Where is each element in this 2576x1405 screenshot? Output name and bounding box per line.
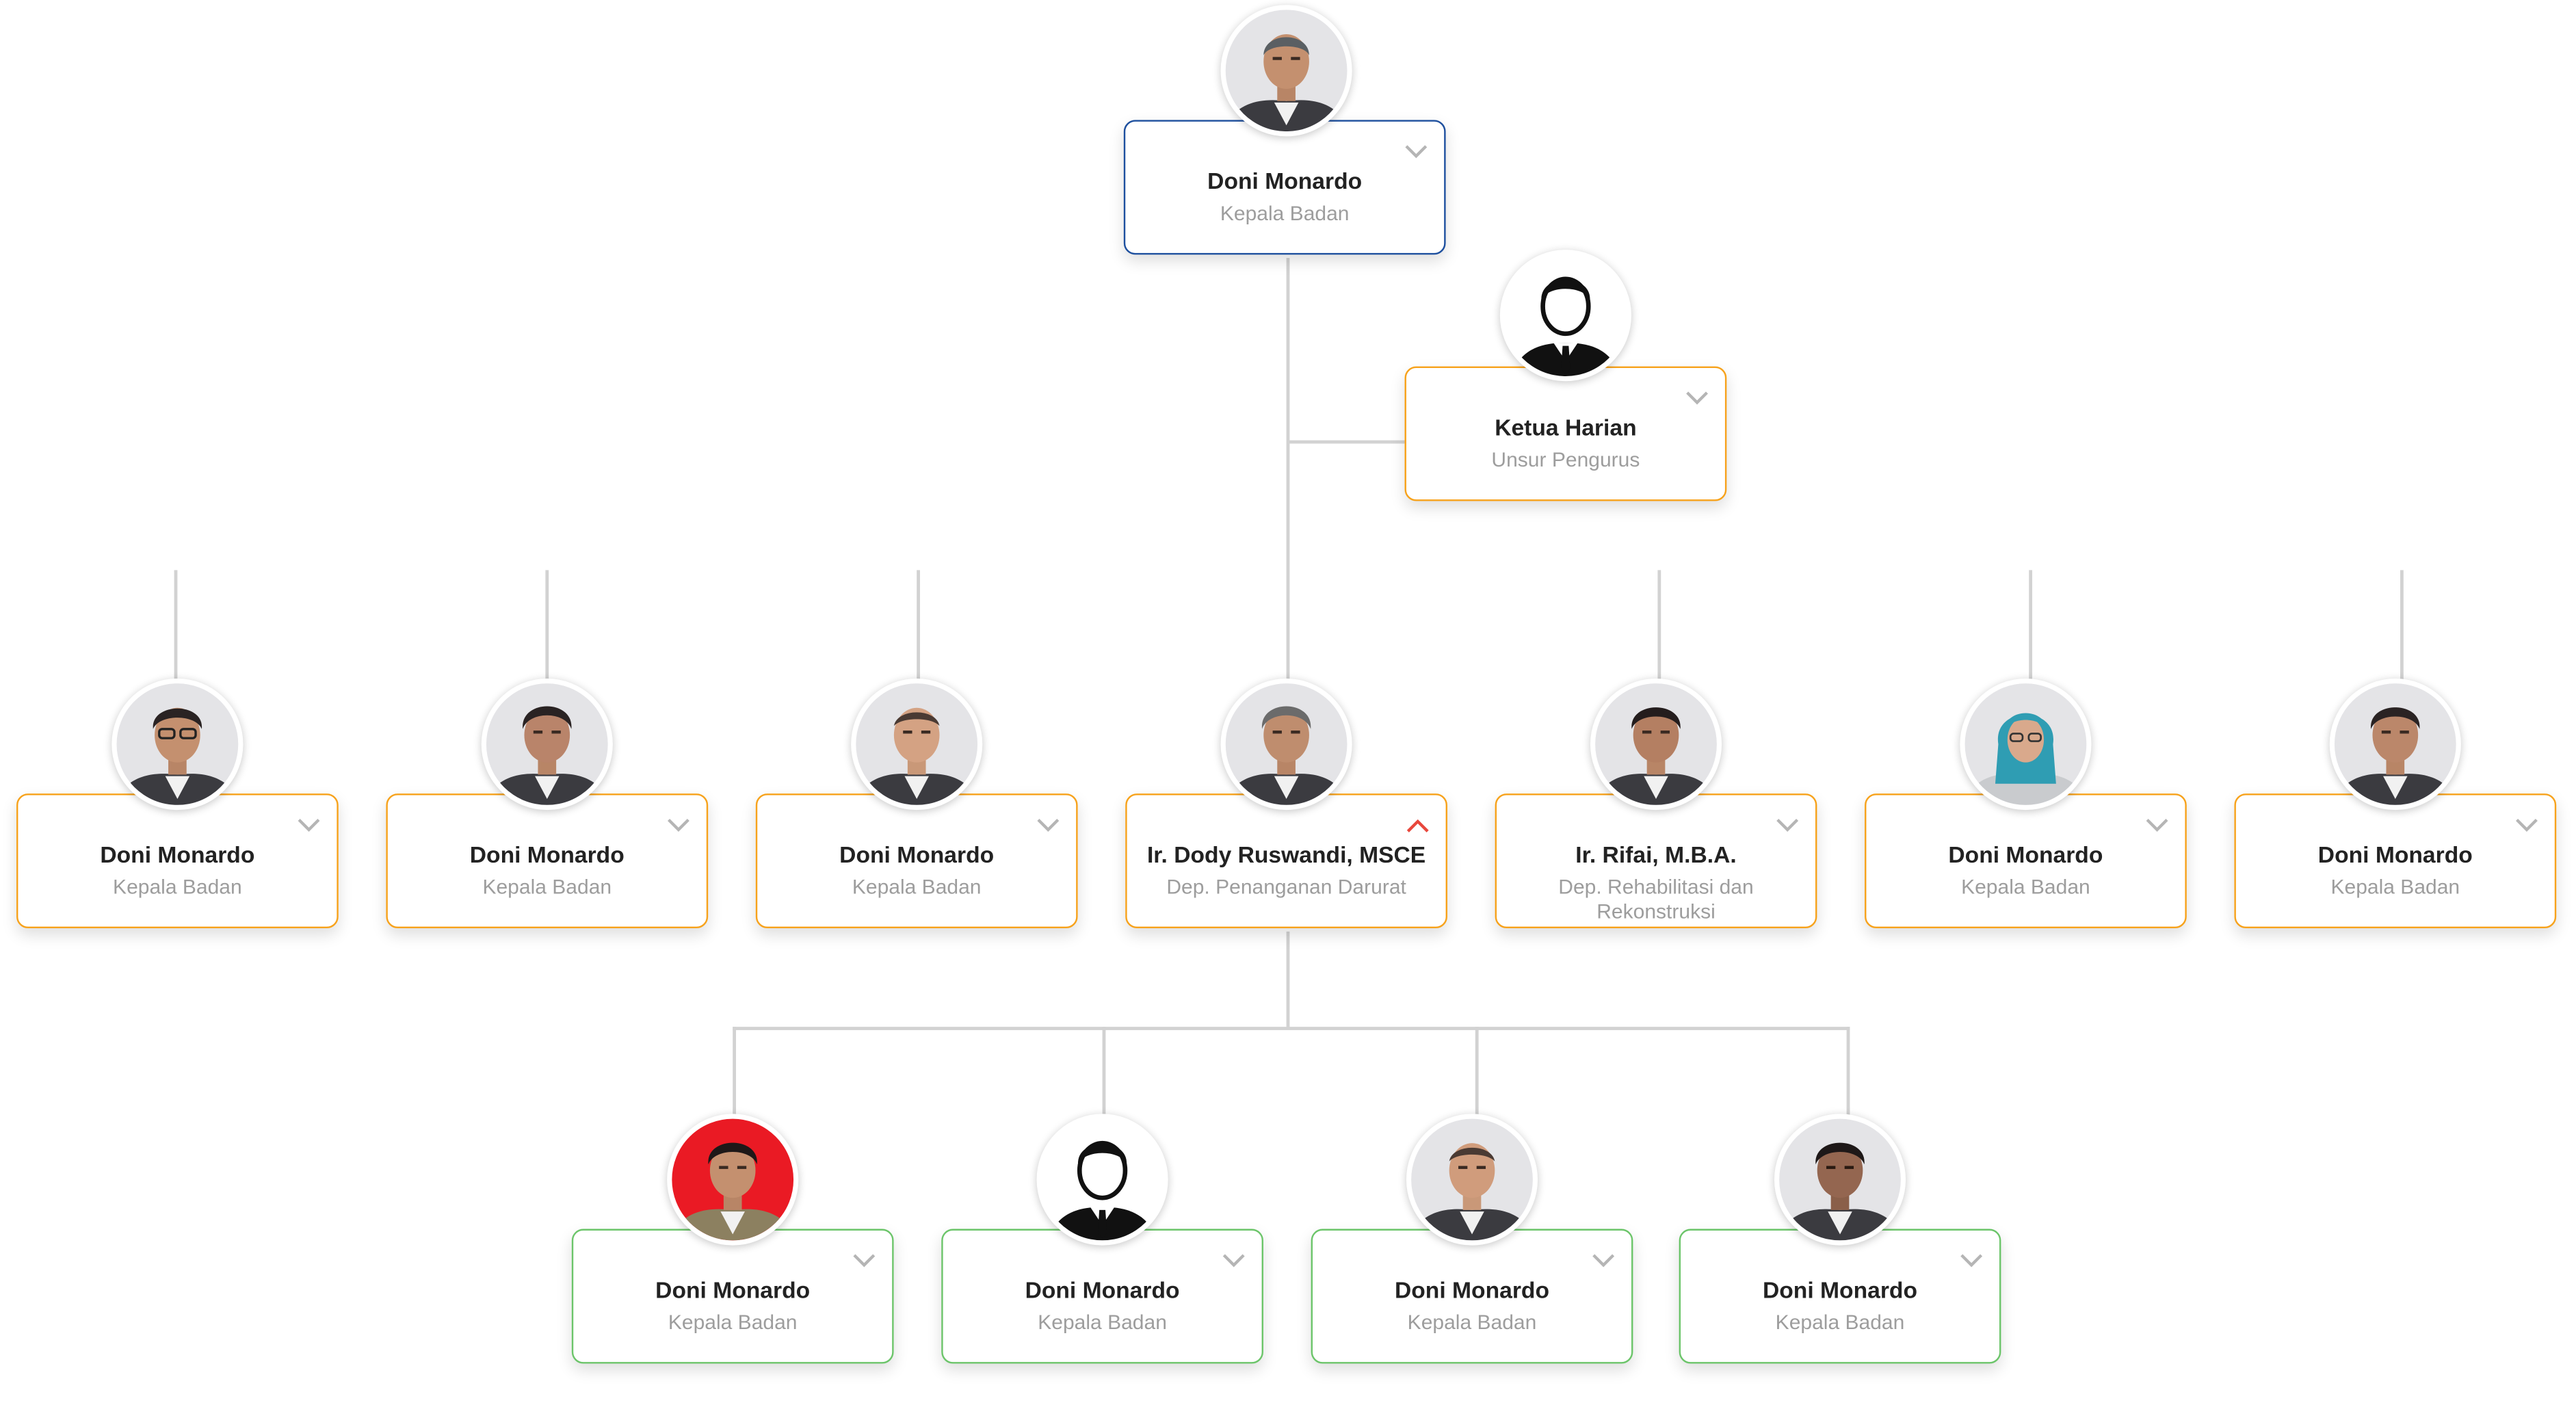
connector-line	[2029, 570, 2032, 681]
org-card-ketua-harian[interactable]: Ketua Harian Unsur Pengurus	[1404, 366, 1727, 501]
person-name: Doni Monardo	[655, 1276, 811, 1303]
org-card[interactable]: Doni Monardo Kepala Badan	[755, 793, 1078, 929]
connector-line	[1475, 1027, 1478, 1116]
chevron-down-icon[interactable]	[1222, 1247, 1246, 1268]
person-role: Kepala Badan	[113, 876, 242, 899]
chevron-down-icon[interactable]	[298, 811, 321, 832]
chevron-down-icon[interactable]	[853, 1247, 876, 1268]
org-card[interactable]: Doni Monardo Kepala Badan	[1679, 1229, 2001, 1364]
person-role: Kepala Badan	[1775, 1311, 1905, 1335]
org-card-root[interactable]: Doni Monardo Kepala Badan	[1123, 120, 1446, 255]
avatar	[1220, 5, 1352, 137]
chevron-down-icon[interactable]	[2146, 811, 2169, 832]
person-name: Doni Monardo	[1948, 841, 2103, 868]
org-card[interactable]: Doni Monardo Kepala Badan	[1865, 793, 2187, 929]
connector-line	[1286, 258, 1289, 796]
org-card[interactable]: Ir. Rifai, M.B.A. Dep. Rehabilitasi dan …	[1495, 793, 1817, 929]
avatar	[1406, 1114, 1538, 1246]
avatar	[2329, 678, 2461, 811]
person-role: Dep. Penanganan Darurat	[1166, 876, 1406, 899]
chevron-down-icon[interactable]	[1405, 138, 1428, 159]
person-name: Doni Monardo	[1394, 1276, 1550, 1303]
person-name: Doni Monardo	[2317, 841, 2473, 868]
org-card[interactable]: Doni Monardo Kepala Badan	[1311, 1229, 1633, 1364]
chevron-down-icon[interactable]	[667, 811, 690, 832]
connector-line	[1286, 931, 1289, 1029]
avatar	[1220, 678, 1352, 811]
connector-line	[174, 570, 177, 681]
person-name: Doni Monardo	[1762, 1276, 1918, 1303]
person-role: Kepala Badan	[852, 876, 982, 899]
person-name: Doni Monardo	[469, 841, 625, 868]
person-role: Kepala Badan	[668, 1311, 798, 1335]
connector-line	[1102, 1027, 1105, 1116]
chevron-down-icon[interactable]	[2515, 811, 2538, 832]
avatar	[1499, 250, 1631, 382]
person-role: Unsur Pengurus	[1491, 448, 1640, 472]
person-role: Kepala Badan	[1220, 202, 1350, 226]
person-name: Doni Monardo	[839, 841, 995, 868]
person-name: Ir. Dody Ruswandi, MSCE	[1146, 841, 1426, 868]
chevron-down-icon[interactable]	[1776, 811, 1799, 832]
org-card[interactable]: Doni Monardo Kepala Badan	[571, 1229, 894, 1364]
org-card[interactable]: Doni Monardo Kepala Badan	[2234, 793, 2557, 929]
person-role: Dep. Rehabilitasi dan Rekonstruksi	[1558, 876, 1754, 923]
person-name: Doni Monardo	[100, 841, 255, 868]
chevron-up-icon[interactable]	[1406, 811, 1430, 832]
chevron-down-icon[interactable]	[1037, 811, 1060, 832]
org-card[interactable]: Doni Monardo Kepala Badan	[386, 793, 709, 929]
avatar	[667, 1114, 799, 1246]
person-role: Kepala Badan	[1407, 1311, 1537, 1335]
person-role: Kepala Badan	[2330, 876, 2460, 899]
connector-line	[1657, 570, 1661, 681]
connector-line	[1288, 440, 1405, 443]
avatar	[111, 678, 244, 811]
avatar	[1590, 678, 1722, 811]
avatar	[1036, 1114, 1168, 1246]
person-name: Doni Monardo	[1207, 167, 1363, 194]
person-role: Kepala Badan	[1038, 1311, 1167, 1335]
avatar	[481, 678, 613, 811]
connector-line	[1846, 1027, 1850, 1116]
connector-line	[733, 1027, 735, 1116]
person-name: Ketua Harian	[1495, 414, 1637, 441]
connector-line	[545, 570, 549, 681]
org-card[interactable]: Doni Monardo Kepala Badan	[941, 1229, 1263, 1364]
avatar	[851, 678, 983, 811]
connector-line	[2400, 570, 2403, 681]
person-name: Ir. Rifai, M.B.A.	[1575, 841, 1737, 868]
org-card[interactable]: Doni Monardo Kepala Badan	[16, 793, 339, 929]
avatar	[1774, 1114, 1906, 1246]
org-card[interactable]: Ir. Dody Ruswandi, MSCE Dep. Penanganan …	[1125, 793, 1447, 929]
chevron-down-icon[interactable]	[1960, 1247, 1983, 1268]
person-role: Kepala Badan	[1961, 876, 2090, 899]
connector-line	[733, 1027, 1850, 1029]
person-role: Kepala Badan	[482, 876, 612, 899]
chevron-down-icon[interactable]	[1685, 384, 1709, 405]
avatar	[1960, 678, 2092, 811]
person-name: Doni Monardo	[1025, 1276, 1180, 1303]
chevron-down-icon[interactable]	[1592, 1247, 1615, 1268]
connector-line	[917, 570, 919, 681]
